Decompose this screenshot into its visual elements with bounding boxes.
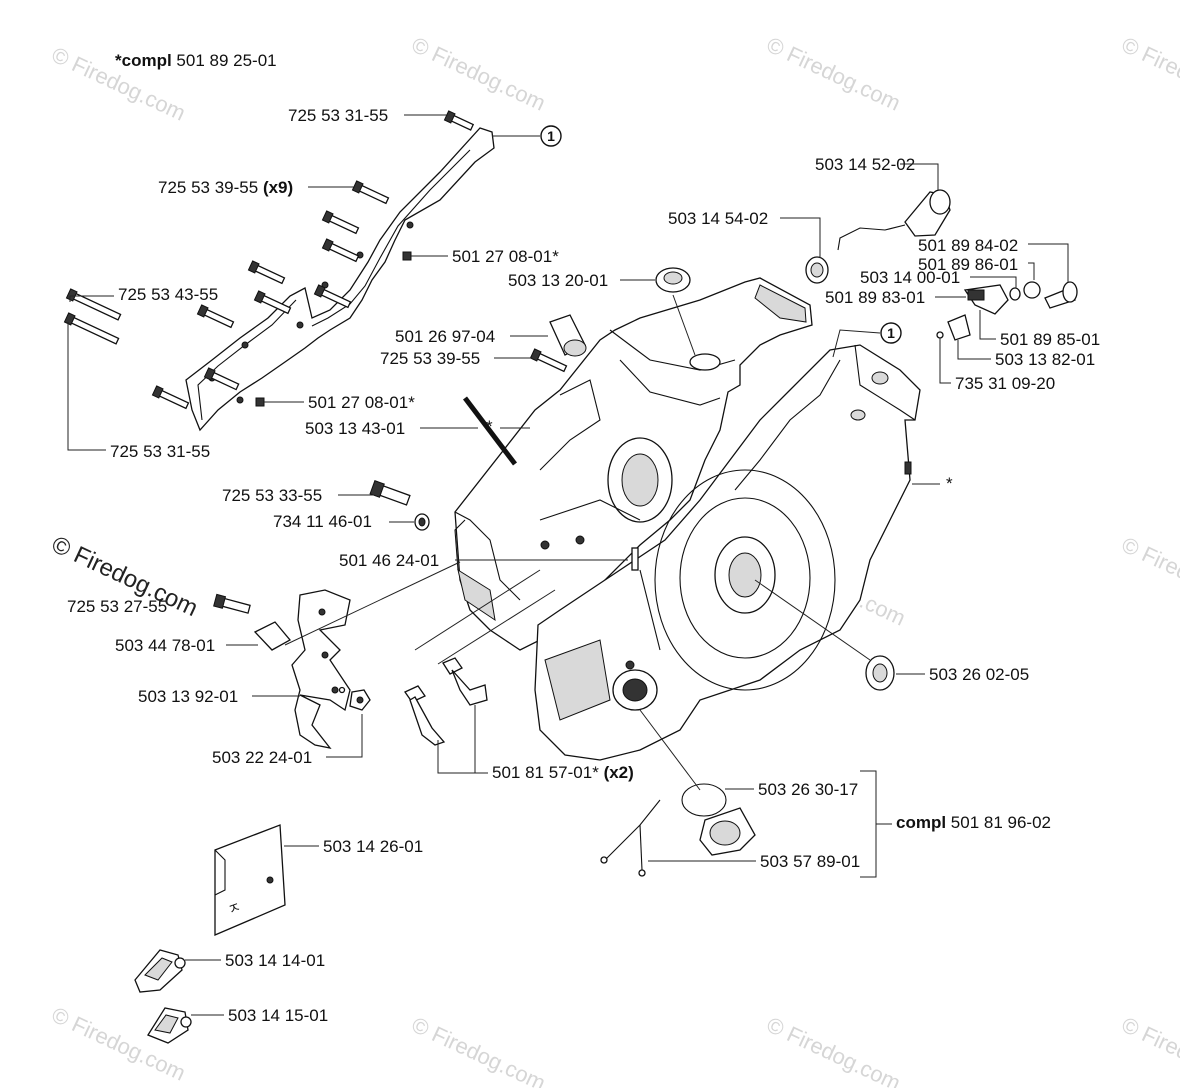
screw-part	[529, 348, 568, 373]
part-label-501-46-24-01: 501 46 24-01	[339, 551, 439, 570]
oil-pump-cluster	[936, 281, 1078, 341]
assembly-title: *compl 501 89 25-01	[115, 51, 277, 70]
watermark: © Firedog.com	[1118, 1012, 1180, 1088]
title-number: 501 89 25-01	[176, 51, 276, 70]
callout-number-2: 1	[887, 325, 895, 341]
quantity-x2: (x2)	[604, 763, 634, 782]
part-label-501-89-84-02: 501 89 84-02	[918, 236, 1018, 255]
part-label-503-14-00-01: 503 14 00-01	[860, 268, 960, 287]
part-label-501-27-08-01: 501 27 08-01*	[452, 247, 559, 266]
part-label-503-14-54-02: 503 14 54-02	[668, 209, 768, 228]
shield-marking: ㅈ	[226, 900, 243, 919]
strainer-part	[655, 267, 691, 293]
oil-cap-part	[837, 189, 951, 251]
part-label-501-89-86-01: 501 89 86-01	[918, 255, 1018, 274]
part-label-503-22-24-01: 503 22 24-01	[212, 748, 312, 767]
part-label-503-26-02-05: 503 26 02-05	[929, 665, 1029, 684]
rubber-pad-part-a	[134, 949, 186, 993]
asterisk-note: *	[486, 417, 493, 436]
pin-part	[463, 396, 517, 466]
part-label-503-13-43-01: 503 13 43-01	[305, 419, 405, 438]
bushing-part	[549, 314, 587, 357]
watermark: © Firedog.com	[408, 1012, 550, 1088]
rubber-pad-part-b	[147, 1007, 192, 1044]
crankcase-right-half	[534, 344, 921, 761]
part-label-503-26-30-17: 503 26 30-17	[758, 780, 858, 799]
part-label-501-27-08-01-b: 501 27 08-01*	[308, 393, 415, 412]
part-label-501-81-57-01: 501 81 57-01* (x2)	[492, 763, 634, 782]
part-label-501-89-85-01: 501 89 85-01	[1000, 330, 1100, 349]
watermark: © Firedog.com	[763, 1012, 905, 1088]
quantity-x9: (x9)	[263, 178, 293, 197]
watermark: © Firedog.com	[408, 32, 550, 116]
spike-bumper-part	[291, 589, 351, 749]
part-label-503-13-92-01: 503 13 92-01	[138, 687, 238, 706]
spacer-part	[253, 621, 292, 651]
callout-number: 1	[547, 128, 555, 144]
watermark: © Firedog.com	[763, 32, 905, 116]
bolt-part-a	[404, 685, 446, 746]
callout-circle	[540, 125, 562, 147]
oil-tank-cap-assembly	[600, 783, 756, 877]
part-label-735-31-09-20: 735 31 09-20	[955, 374, 1055, 393]
part-label-725-53-27-55: 725 53 27-55	[67, 597, 167, 616]
part-label-503-14-14-01: 503 14 14-01	[225, 951, 325, 970]
part-label-725-53-31-55-b: 725 53 31-55	[110, 442, 210, 461]
gasket-screws	[63, 110, 475, 410]
part-label-501-26-97-04: 501 26 97-04	[395, 327, 495, 346]
part-label-725-53-39-55: 725 53 39-55 (x9)	[158, 178, 293, 197]
part-label-725-53-43-55: 725 53 43-55	[118, 285, 218, 304]
part-label-503-57-89-01: 503 57 89-01	[760, 852, 860, 871]
watermark: © Firedog.com	[1118, 32, 1180, 116]
asterisk-note-2: *	[946, 474, 953, 493]
part-label-503-14-26-01: 503 14 26-01	[323, 837, 423, 856]
part-label-503-13-20-01: 503 13 20-01	[508, 271, 608, 290]
heat-shield-part: ㅈ	[214, 824, 286, 936]
bolt-part-b	[442, 657, 488, 706]
part-label-503-14-52-02: 503 14 52-02	[815, 155, 915, 174]
title-prefix: *compl	[115, 51, 172, 70]
assembly-label-compl: compl 501 81 96-02	[896, 813, 1051, 832]
part-label-725-53-31-55: 725 53 31-55	[288, 106, 388, 125]
part-label-725-53-39-55-b: 725 53 39-55	[380, 349, 480, 368]
callout-circle-2	[880, 322, 902, 344]
part-label-503-14-15-01: 503 14 15-01	[228, 1006, 328, 1025]
part-label-734-11-46-01: 734 11 46-01	[273, 512, 372, 531]
screw-part-c	[213, 593, 251, 614]
crankcase-left-half	[454, 277, 813, 651]
watermark: © Firedog.com	[1118, 532, 1180, 616]
part-label-725-53-33-55: 725 53 33-55	[222, 486, 322, 505]
screw-part-b	[369, 480, 411, 506]
part-label-503-13-82-01: 503 13 82-01	[995, 350, 1095, 369]
part-label-503-44-78-01: 503 44 78-01	[115, 636, 215, 655]
nut-part	[338, 686, 371, 711]
part-label-501-89-83-01: 501 89 83-01	[825, 288, 925, 307]
